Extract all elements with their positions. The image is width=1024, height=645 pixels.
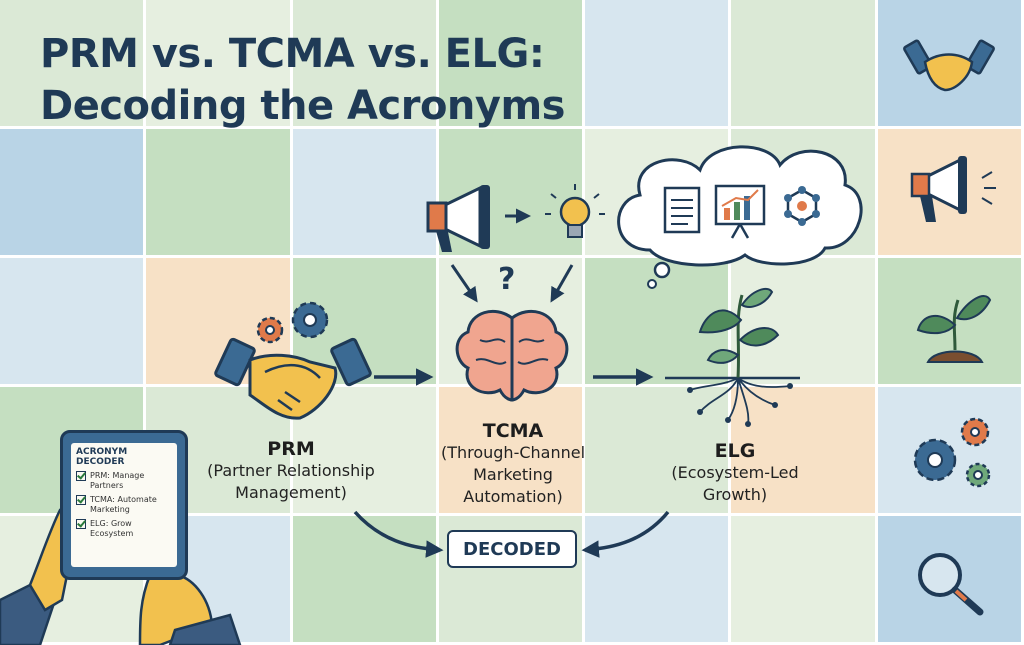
checkbox-checked-icon: [76, 519, 86, 529]
elg-full: (Ecosystem-Led Growth): [671, 463, 799, 504]
megaphone-icon: [426, 185, 490, 252]
network-icon: [784, 186, 820, 226]
tablet-item-label: ELG: Grow Ecosystem: [90, 519, 134, 538]
plant-roots-icon: [665, 287, 800, 427]
prm-label: PRM (Partner Relationship Management): [196, 438, 386, 504]
elg-to-decoded-arrow: [581, 510, 670, 558]
megaphone-to-brain-arrow: [450, 264, 478, 303]
lightbulb-icon: [545, 184, 605, 238]
tcma-abbr: TCMA: [482, 420, 544, 442]
title-line-2: Decoding the Acronyms: [40, 83, 565, 129]
page-title: PRM vs. TCMA vs. ELG: Decoding the Acron…: [40, 28, 565, 132]
elg-abbr: ELG: [714, 440, 756, 462]
tcma-label: TCMA (Through-Channel Marketing Automati…: [418, 420, 608, 508]
acronym-decoder-tablet: ACRONYM DECODER PRM: Manage Partners TCM…: [60, 430, 188, 580]
tablet-screen: ACRONYM DECODER PRM: Manage Partners TCM…: [71, 443, 177, 567]
tablet-item-tcma: TCMA: Automate Marketing: [76, 495, 172, 515]
tcma-full: (Through-Channel Marketing Automation): [440, 443, 586, 506]
gear-icon: [256, 301, 329, 344]
tablet-item-label: TCMA: Automate Marketing: [90, 495, 157, 514]
side-megaphone-icon: [910, 156, 996, 222]
decoded-box: DECODED: [447, 530, 577, 568]
prm-abbr: PRM: [267, 438, 315, 460]
magnifier-icon: [918, 553, 984, 616]
brain-icon: [455, 309, 569, 402]
prm-to-decoded-arrow: [353, 510, 444, 558]
chart-board-icon: [714, 184, 766, 239]
document-icon: [663, 186, 701, 234]
prm-full: (Partner Relationship Management): [207, 461, 375, 502]
side-handshake-icon: [903, 39, 995, 92]
gears-icon: [913, 417, 991, 488]
bulb-to-brain-arrow: [550, 264, 574, 303]
checkbox-checked-icon: [76, 495, 86, 505]
checkbox-checked-icon: [76, 471, 86, 481]
tablet-item-label: PRM: Manage Partners: [90, 471, 145, 490]
tablet-item-elg: ELG: Grow Ecosystem: [76, 519, 172, 539]
sprout-icon: [916, 295, 992, 363]
tablet-title: ACRONYM DECODER: [76, 447, 128, 467]
title-line-1: PRM vs. TCMA vs. ELG:: [40, 31, 545, 77]
question-mark: ?: [498, 262, 516, 297]
elg-label: ELG (Ecosystem-Led Growth): [640, 440, 830, 506]
tablet-item-prm: PRM: Manage Partners: [76, 471, 172, 491]
handshake-icon: [214, 337, 372, 420]
